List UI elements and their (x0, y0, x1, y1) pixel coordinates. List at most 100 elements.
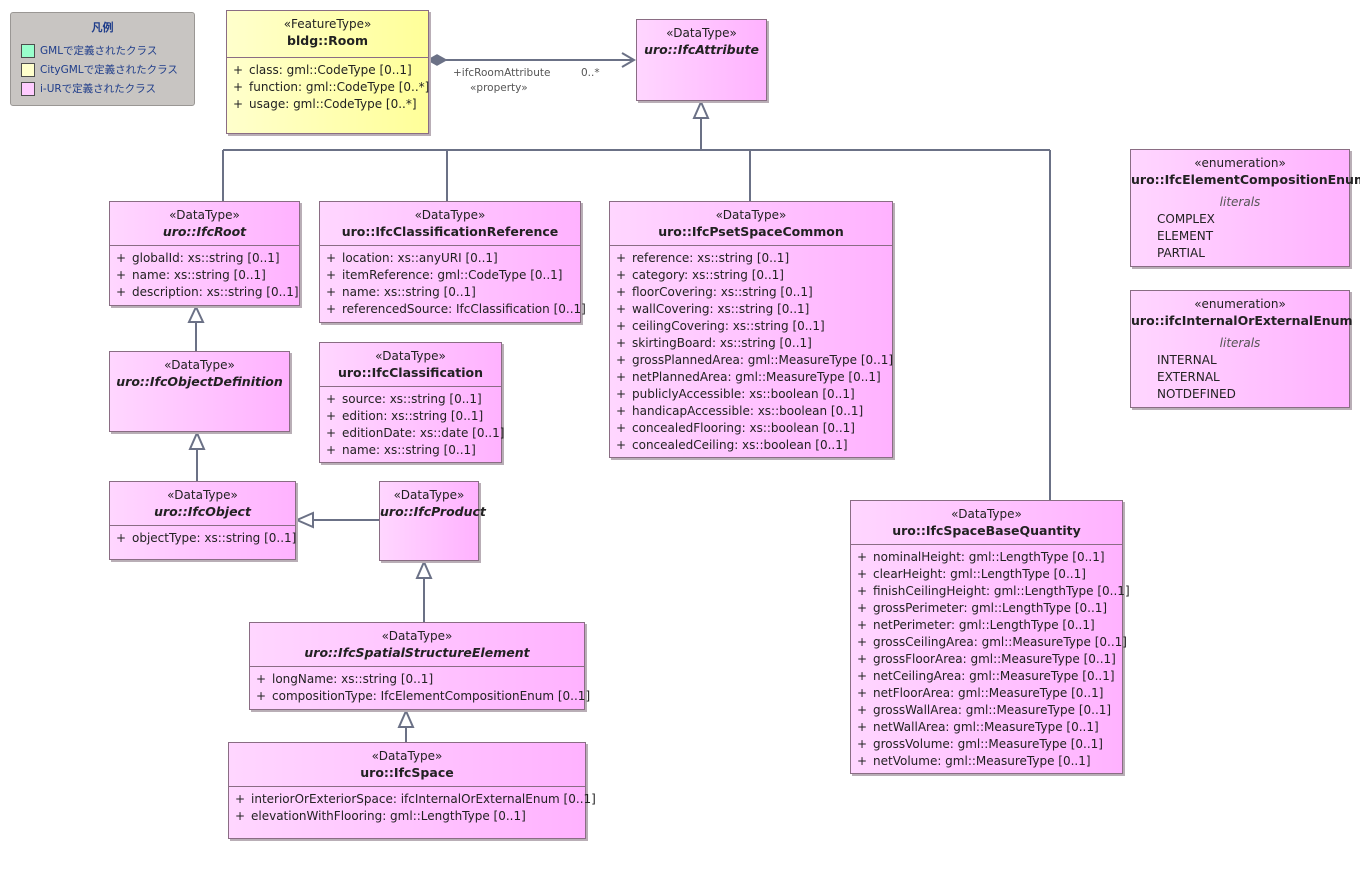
legend-item-citygml: CityGMLで定義されたクラス (21, 62, 178, 77)
composition-diamond (426, 54, 448, 66)
attribute: +edition: xs::string [0..1] (325, 409, 484, 423)
attribute: +name: xs::string [0..1] (325, 285, 476, 299)
attribute: +finishCeilingHeight: gml::LengthType [0… (856, 584, 1130, 598)
class-name: uro::IfcClassificationReference (341, 224, 559, 239)
attribute: +floorCovering: xs::string [0..1] (615, 285, 813, 299)
class-ifc-product[interactable]: «DataType»uro::IfcProduct (379, 481, 486, 561)
attribute: +netCeilingArea: gml::MeasureType [0..1] (856, 669, 1115, 683)
attribute: +grossFloorArea: gml::MeasureType [0..1] (856, 652, 1116, 666)
attribute: +objectType: xs::string [0..1] (115, 531, 297, 545)
attribute: +interiorOrExteriorSpace: ifcInternalOrE… (234, 792, 596, 806)
attribute: +location: xs::anyURI [0..1] (325, 251, 498, 265)
class-room[interactable]: «FeatureType»bldg::Room +class: gml::Cod… (226, 10, 429, 134)
class-name: uro::IfcSpatialStructureElement (304, 645, 530, 660)
class-name: uro::IfcClassification (337, 365, 484, 380)
attribute: +grossVolume: gml::MeasureType [0..1] (856, 737, 1103, 751)
attribute: +netPlannedArea: gml::MeasureType [0..1] (615, 370, 881, 384)
class-stereotype: «DataType» (164, 358, 235, 372)
attribute: +grossCeilingArea: gml::MeasureType [0..… (856, 635, 1127, 649)
attribute: +editionDate: xs::date [0..1] (325, 426, 505, 440)
class-ifc-space[interactable]: «DataType»uro::IfcSpace +interiorOrExter… (228, 742, 596, 839)
class-stereotype: «DataType» (169, 208, 240, 222)
class-stereotype: «DataType» (375, 349, 446, 363)
enum-literal: NOTDEFINED (1157, 387, 1236, 401)
literal-list: literals COMPLEX ELEMENT PARTIAL (1131, 194, 1349, 262)
class-ifc-pset-space-common[interactable]: «DataType»uro::IfcPsetSpaceCommon +refer… (609, 201, 893, 458)
attribute: +reference: xs::string [0..1] (615, 251, 790, 265)
legend-item-iur: i-URで定義されたクラス (21, 81, 156, 96)
generalization-arrowhead (692, 99, 710, 119)
attribute-list: +source: xs::string [0..1] +edition: xs:… (320, 386, 505, 459)
navigability-arrow (621, 52, 636, 68)
generalization-arrowhead (294, 511, 314, 529)
attribute: +source: xs::string [0..1] (325, 392, 482, 406)
class-stereotype: «enumeration» (1194, 297, 1286, 311)
class-ifc-root[interactable]: «DataType»uro::IfcRoot +globalId: xs::st… (109, 201, 300, 306)
class-ifc-attribute[interactable]: «DataType»uro::IfcAttribute (636, 19, 767, 101)
class-ifc-internal-or-external-enum[interactable]: «enumeration»uro::ifcInternalOrExternalE… (1130, 290, 1353, 408)
class-name: bldg::Room (287, 33, 368, 48)
class-ifc-object-definition[interactable]: «DataType»uro::IfcObjectDefinition (109, 351, 290, 432)
legend-item-label: GMLで定義されたクラス (40, 45, 158, 57)
attribute: +netPerimeter: gml::LengthType [0..1] (856, 618, 1095, 632)
attribute: +category: xs::string [0..1] (615, 268, 784, 282)
literal-list: literals INTERNAL EXTERNAL NOTDEFINED (1131, 335, 1349, 403)
attribute: +netFloorArea: gml::MeasureType [0..1] (856, 686, 1104, 700)
attribute-list: +objectType: xs::string [0..1] (110, 525, 297, 547)
legend-item-gml: GMLで定義されたクラス (21, 43, 157, 58)
class-stereotype: «DataType» (715, 208, 787, 222)
legend-swatch-gml (21, 43, 35, 58)
association-stereotype: «property» (470, 82, 528, 94)
attribute: +name: xs::string [0..1] (325, 443, 476, 457)
legend-swatch-iur (21, 81, 35, 96)
attribute-list: +location: xs::anyURI [0..1] +itemRefere… (320, 245, 586, 318)
attribute: +class: gml::CodeType [0..1] (232, 63, 412, 77)
attribute: +name: xs::string [0..1] (115, 268, 266, 282)
association-role: +ifcRoomAttribute (453, 67, 551, 79)
class-ifc-spatial-structure-element[interactable]: «DataType»uro::IfcSpatialStructureElemen… (249, 622, 591, 710)
literals-caption: literals (1219, 195, 1261, 209)
class-stereotype: «DataType» (393, 488, 465, 502)
attribute: +grossPerimeter: gml::LengthType [0..1] (856, 601, 1108, 615)
legend-item-label: CityGMLで定義されたクラス (40, 64, 178, 76)
generalization-arrowhead (188, 430, 206, 450)
attribute: +globalId: xs::string [0..1] (115, 251, 280, 265)
enum-literal: COMPLEX (1157, 212, 1215, 226)
attribute: +description: xs::string [0..1] (115, 285, 299, 299)
legend-title: 凡例 (91, 21, 114, 34)
attribute: +concealedCeiling: xs::boolean [0..1] (615, 438, 848, 452)
attribute: +publiclyAccessible: xs::boolean [0..1] (615, 387, 855, 401)
attribute: +concealedFlooring: xs::boolean [0..1] (615, 421, 855, 435)
attribute: +compositionType: IfcElementCompositionE… (255, 689, 591, 703)
attribute: +usage: gml::CodeType [0..*] (232, 97, 417, 111)
association-multiplicity: 0..* (581, 67, 600, 79)
attribute: +function: gml::CodeType [0..*] (232, 80, 430, 94)
attribute: +netWallArea: gml::MeasureType [0..1] (856, 720, 1099, 734)
class-stereotype: «DataType» (414, 208, 486, 222)
generalization-arrowhead (187, 304, 205, 323)
class-ifc-object[interactable]: «DataType»uro::IfcObject +objectType: xs… (109, 481, 296, 560)
enum-literal: EXTERNAL (1157, 370, 1220, 384)
class-stereotype: «DataType» (167, 488, 238, 502)
attribute: +grossPlannedArea: gml::MeasureType [0..… (615, 353, 894, 367)
attribute-list: +reference: xs::string [0..1] +category:… (610, 245, 894, 454)
class-ifc-classification-reference[interactable]: «DataType»uro::IfcClassificationReferenc… (319, 201, 586, 323)
class-name: uro::IfcAttribute (644, 42, 759, 57)
legend-item-label: i-URで定義されたクラス (40, 83, 156, 95)
attribute: +longName: xs::string [0..1] (255, 672, 434, 686)
attribute-list: +nominalHeight: gml::LengthType [0..1] +… (851, 544, 1130, 770)
class-ifc-space-base-quantity[interactable]: «DataType»uro::IfcSpaceBaseQuantity +nom… (850, 500, 1130, 774)
attribute: +nominalHeight: gml::LengthType [0..1] (856, 550, 1105, 564)
class-stereotype: «DataType» (666, 26, 737, 40)
attribute: +handicapAccessible: xs::boolean [0..1] (615, 404, 864, 418)
enum-literal: PARTIAL (1157, 246, 1205, 260)
class-name: uro::IfcRoot (162, 224, 247, 239)
class-ifc-classification[interactable]: «DataType»uro::IfcClassification +source… (319, 342, 505, 463)
class-name: uro::IfcProduct (380, 504, 486, 519)
class-stereotype: «enumeration» (1194, 156, 1286, 170)
attribute: +referencedSource: IfcClassification [0.… (325, 302, 586, 316)
class-name: uro::IfcElementCompositionEnum (1131, 172, 1360, 187)
class-ifc-element-composition-enum[interactable]: «enumeration»uro::IfcElementCompositionE… (1130, 149, 1360, 267)
attribute: +skirtingBoard: xs::string [0..1] (615, 336, 812, 350)
